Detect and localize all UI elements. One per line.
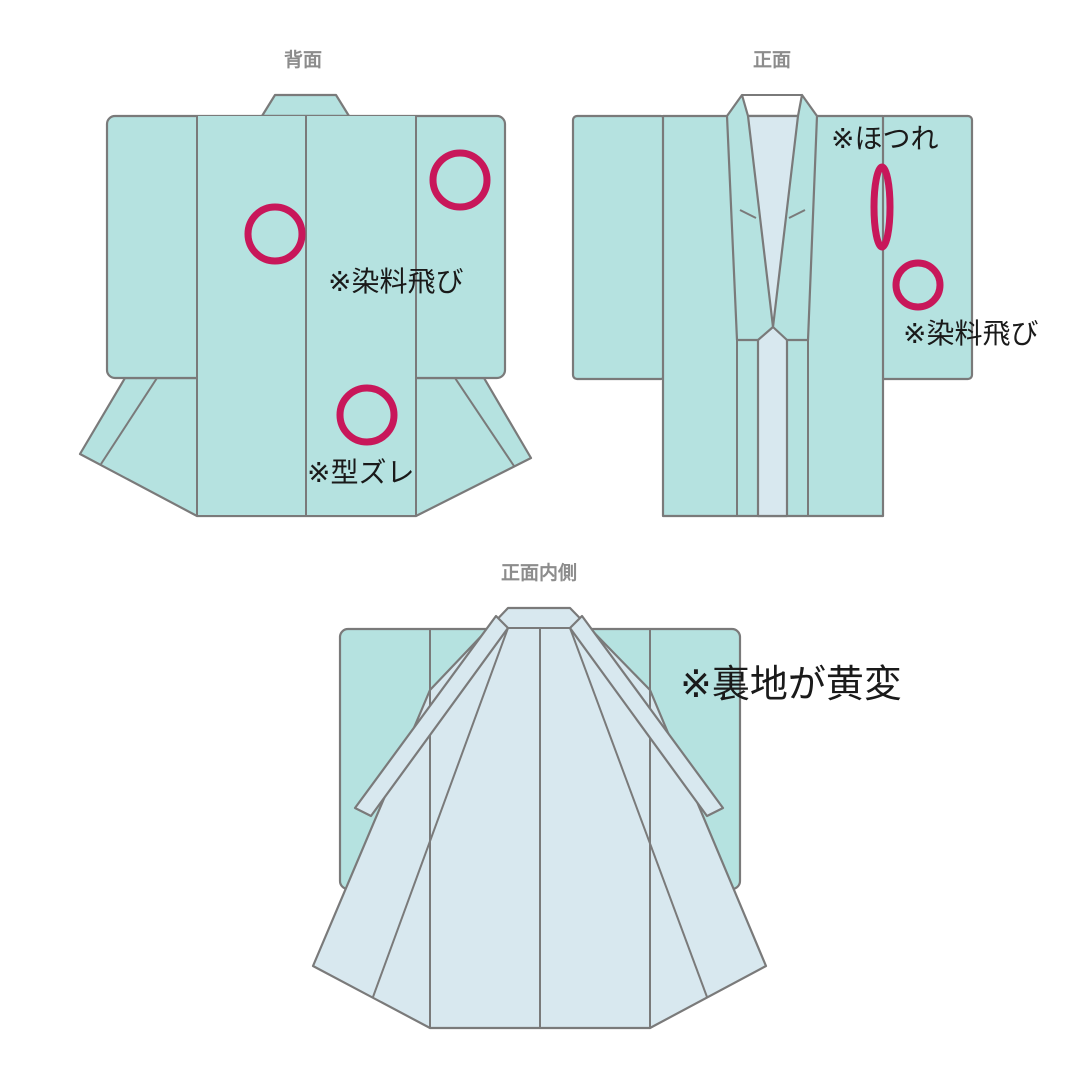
dye-splash-note: ※染料飛び xyxy=(328,265,463,298)
fraying-note: ※ほつれ xyxy=(831,122,938,155)
front-collar-right xyxy=(771,93,819,342)
dye-splash-marker xyxy=(244,203,306,265)
back-view: 背面 ※染料飛び ※型ズレ xyxy=(78,48,533,518)
back-view-title: 背面 xyxy=(284,48,322,71)
inner-view: 正面内側 ※裏地が黄変 xyxy=(311,561,902,1030)
inner-view-title: 正面内側 xyxy=(501,561,577,584)
front-left-sleeve xyxy=(571,114,667,381)
dye-splash-marker xyxy=(892,259,944,311)
lining-yellowing-note: ※裏地が黄変 xyxy=(680,662,902,706)
inner-collar-left xyxy=(353,614,510,818)
pattern-shift-marker xyxy=(336,384,398,446)
back-collar xyxy=(260,93,351,118)
front-view: 正面 ※ほつれ ※染料飛び xyxy=(571,49,1038,518)
pattern-shift-note: ※型ズレ xyxy=(307,456,414,489)
fraying-marker xyxy=(870,163,894,251)
inner-collar-right xyxy=(568,614,725,818)
front-view-title: 正面 xyxy=(753,49,791,71)
dye-splash-note-front: ※染料飛び xyxy=(903,317,1038,350)
dye-splash-marker xyxy=(429,149,491,211)
front-collar-left xyxy=(725,93,775,342)
